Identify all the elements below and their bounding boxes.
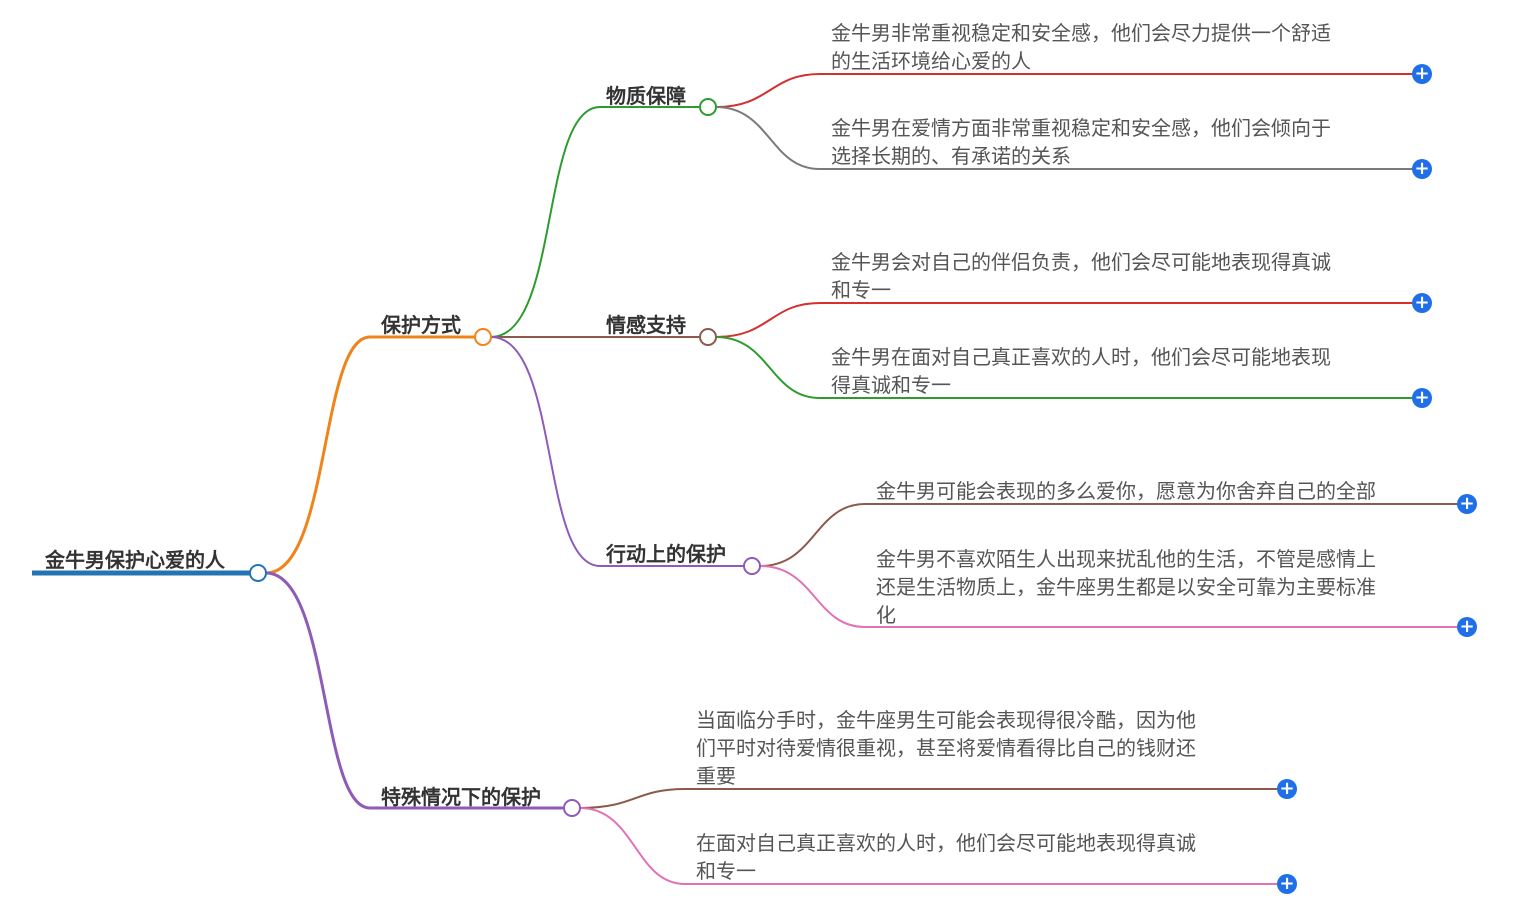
expand-plus-icon[interactable]: + <box>1412 388 1432 408</box>
node-handle[interactable] <box>563 799 581 817</box>
node-emotional[interactable]: 情感支持 <box>606 313 686 337</box>
edge-leaf <box>579 788 1278 809</box>
leaf-node[interactable]: 当面临分手时，金牛座男生可能会表现得很冷酷，因为他 们平时对待爱情很重视，甚至将… <box>696 706 1196 790</box>
edge-action <box>490 336 744 567</box>
edge-leaf <box>715 73 1413 108</box>
leaf-node[interactable]: 金牛男会对自己的伴侣负责，他们会尽可能地表现得真诚 和专一 <box>831 248 1331 304</box>
leaf-line: 金牛男可能会表现的多么爱你，愿意为你舍弃自己的全部 <box>876 479 1376 503</box>
edge-leaf <box>715 336 1413 399</box>
node-protection-methods[interactable]: 保护方式 <box>381 313 461 337</box>
edge-leaf <box>715 106 1413 170</box>
leaf-line: 金牛男不喜欢陌生人出现来扰乱他的生活，不管是感情上 <box>876 547 1376 571</box>
root-node-handle[interactable] <box>249 564 267 582</box>
leaf-line: 当面临分手时，金牛座男生可能会表现得很冷酷，因为他 <box>696 708 1196 732</box>
leaf-line: 化 <box>876 603 896 627</box>
edge-leaf <box>579 807 1278 885</box>
node-material[interactable]: 物质保障 <box>606 84 686 108</box>
edge-root-protect <box>265 335 475 575</box>
leaf-line: 的生活环境给心爱的人 <box>831 49 1031 73</box>
root-node[interactable]: 金牛男保护心爱的人 <box>45 548 225 572</box>
leaf-node[interactable]: 在面对自己真正喜欢的人时，他们会尽可能地表现得真诚 和专一 <box>696 829 1196 885</box>
edge-leaf <box>715 302 1413 338</box>
edge-root-special <box>265 571 563 810</box>
node-handle[interactable] <box>699 328 717 346</box>
expand-plus-icon[interactable]: + <box>1412 293 1432 313</box>
leaf-line: 和专一 <box>831 278 891 302</box>
expand-plus-icon[interactable]: + <box>1277 779 1297 799</box>
leaf-node[interactable]: 金牛男不喜欢陌生人出现来扰乱他的生活，不管是感情上 还是生活物质上，金牛座男生都… <box>876 545 1376 629</box>
node-special-protection[interactable]: 特殊情况下的保护 <box>381 785 541 809</box>
expand-plus-icon[interactable]: + <box>1412 64 1432 84</box>
node-handle[interactable] <box>743 557 761 575</box>
leaf-node[interactable]: 金牛男非常重视稳定和安全感，他们会尽力提供一个舒适 的生活环境给心爱的人 <box>831 19 1331 75</box>
leaf-line: 得真诚和专一 <box>831 373 951 397</box>
leaf-line: 在面对自己真正喜欢的人时，他们会尽可能地表现得真诚 <box>696 831 1196 855</box>
leaf-line: 还是生活物质上，金牛座男生都是以安全可靠为主要标准 <box>876 575 1376 599</box>
node-action[interactable]: 行动上的保护 <box>606 542 726 566</box>
node-handle[interactable] <box>699 98 717 116</box>
edge-leaf <box>759 565 1458 628</box>
node-handle[interactable] <box>474 328 492 346</box>
leaf-line: 选择长期的、有承诺的关系 <box>831 144 1071 168</box>
leaf-line: 金牛男在面对自己真正喜欢的人时，他们会尽可能地表现 <box>831 345 1331 369</box>
leaf-line: 重要 <box>696 764 736 788</box>
expand-plus-icon[interactable]: + <box>1457 617 1477 637</box>
leaf-node[interactable]: 金牛男在爱情方面非常重视稳定和安全感，他们会倾向于 选择长期的、有承诺的关系 <box>831 114 1331 170</box>
leaf-node[interactable]: 金牛男可能会表现的多么爱你，愿意为你舍弃自己的全部 <box>876 477 1376 505</box>
expand-plus-icon[interactable]: + <box>1457 494 1477 514</box>
leaf-line: 和专一 <box>696 859 756 883</box>
leaf-line: 们平时对待爱情很重视，甚至将爱情看得比自己的钱财还 <box>696 736 1196 760</box>
leaf-line: 金牛男在爱情方面非常重视稳定和安全感，他们会倾向于 <box>831 116 1331 140</box>
expand-plus-icon[interactable]: + <box>1412 159 1432 179</box>
leaf-node[interactable]: 金牛男在面对自己真正喜欢的人时，他们会尽可能地表现 得真诚和专一 <box>831 343 1331 399</box>
expand-plus-icon[interactable]: + <box>1277 874 1297 894</box>
leaf-line: 金牛男非常重视稳定和安全感，他们会尽力提供一个舒适 <box>831 21 1331 45</box>
edge-material <box>490 106 699 338</box>
leaf-line: 金牛男会对自己的伴侣负责，他们会尽可能地表现得真诚 <box>831 250 1331 274</box>
edge-leaf <box>759 503 1458 567</box>
